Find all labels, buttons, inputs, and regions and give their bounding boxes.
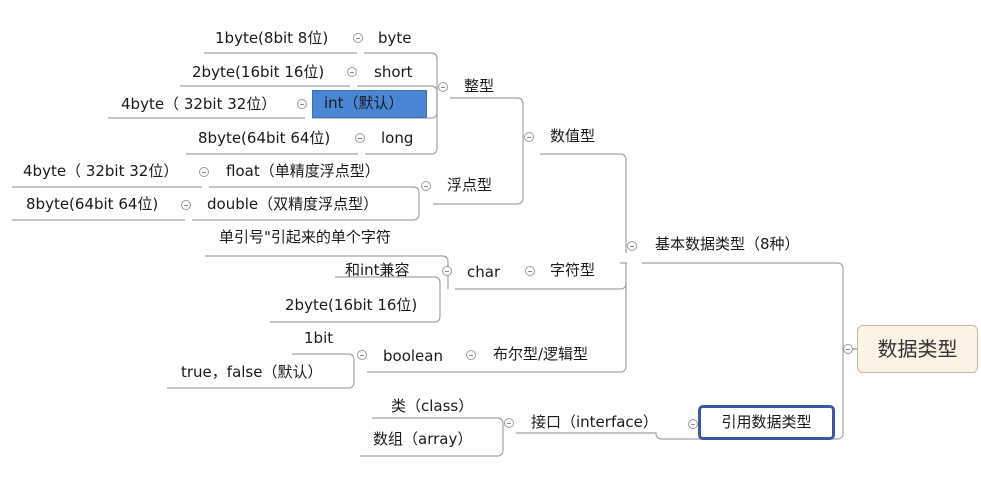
integer-node[interactable]: 整型 [464, 77, 495, 95]
long-collapse-icon[interactable] [355, 133, 365, 143]
short-note[interactable]: 2byte(16bit 16位) [192, 63, 325, 81]
double-note[interactable]: 8byte(64bit 64位) [26, 195, 159, 213]
long-node[interactable]: long [381, 129, 414, 147]
floating-collapse-icon[interactable] [421, 181, 431, 191]
link-root-basic [642, 262, 857, 350]
char-collapse-icon[interactable] [442, 266, 452, 276]
link-basic-numeric [540, 153, 627, 253]
basic-types-node[interactable]: 基本数据类型（8种） [655, 235, 800, 253]
link-bool-note1 [292, 353, 355, 372]
reference-types-node[interactable]: 引用数据类型 [698, 405, 835, 440]
short-collapse-icon[interactable] [347, 67, 357, 77]
byte-node[interactable]: byte [378, 29, 412, 47]
char-note-3[interactable]: 2byte(16bit 16位) [285, 296, 418, 314]
interface-note-1[interactable]: 类（class） [391, 397, 474, 415]
integer-collapse-icon[interactable] [438, 82, 448, 92]
link-integer-short [357, 85, 438, 98]
boolean-collapse-icon[interactable] [466, 350, 476, 360]
long-note[interactable]: 8byte(64bit 64位) [198, 129, 331, 147]
link-numeric-integer [450, 97, 524, 148]
interface-collapse-icon[interactable] [504, 418, 514, 428]
boolean-node[interactable]: 布尔型/逻辑型 [493, 345, 589, 363]
byte-note[interactable]: 1byte(8bit 8位) [215, 29, 329, 47]
char-note-1[interactable]: 单引号"引起来的单个字符 [219, 228, 391, 246]
link-char-note1 [205, 255, 449, 289]
float-note[interactable]: 4byte（ 32bit 32位） [23, 162, 179, 180]
numeric-node[interactable]: 数值型 [550, 127, 596, 145]
link-char-note3 [270, 289, 441, 323]
link-interface-note1 [372, 417, 504, 439]
int-note[interactable]: 4byte（ 32bit 32位） [121, 95, 277, 113]
interface-note-2[interactable]: 数组（array） [373, 430, 473, 448]
link-numeric-floating [433, 148, 524, 205]
bool-note-1[interactable]: 1bit [304, 329, 334, 347]
reference-collapse-icon[interactable] [688, 419, 698, 429]
float-node[interactable]: float（单精度浮点型） [226, 162, 380, 180]
double-node[interactable]: double（双精度浮点型） [207, 195, 379, 213]
byte-collapse-icon[interactable] [353, 33, 363, 43]
char-note-2[interactable]: 和int兼容 [345, 261, 410, 279]
link-root-reference [698, 348, 857, 440]
interface-node[interactable]: 接口（interface） [531, 413, 658, 431]
floating-node[interactable]: 浮点型 [447, 176, 493, 194]
character-collapse-icon[interactable] [525, 266, 535, 276]
int-node-selection[interactable] [312, 90, 427, 118]
float-collapse-icon[interactable] [199, 167, 209, 177]
short-node[interactable]: short [374, 63, 413, 81]
bool-collapse-icon[interactable] [357, 350, 367, 360]
bool-note-2[interactable]: true，false（默认） [181, 363, 323, 381]
link-interface-note2 [360, 439, 504, 457]
link-floating-float [209, 186, 420, 204]
int-collapse-icon[interactable] [297, 99, 307, 109]
character-node[interactable]: 字符型 [550, 261, 596, 279]
link-integer-long [365, 98, 438, 155]
link-integer-byte [364, 52, 438, 98]
numeric-collapse-icon[interactable] [524, 132, 534, 142]
root-collapse-icon[interactable] [843, 344, 853, 354]
double-collapse-icon[interactable] [181, 200, 191, 210]
link-reference-interface [516, 432, 698, 440]
bool-node[interactable]: boolean [383, 347, 443, 365]
link-floating-double [192, 204, 420, 221]
char-node[interactable]: char [467, 263, 501, 281]
root-node[interactable]: 数据类型 [857, 325, 978, 373]
link-basic-boolean [479, 283, 627, 373]
int-node[interactable]: int（默认） [324, 94, 404, 112]
basic-collapse-icon[interactable] [627, 241, 637, 251]
link-bool-note2 [167, 372, 355, 389]
link-char-note2 [335, 276, 441, 289]
